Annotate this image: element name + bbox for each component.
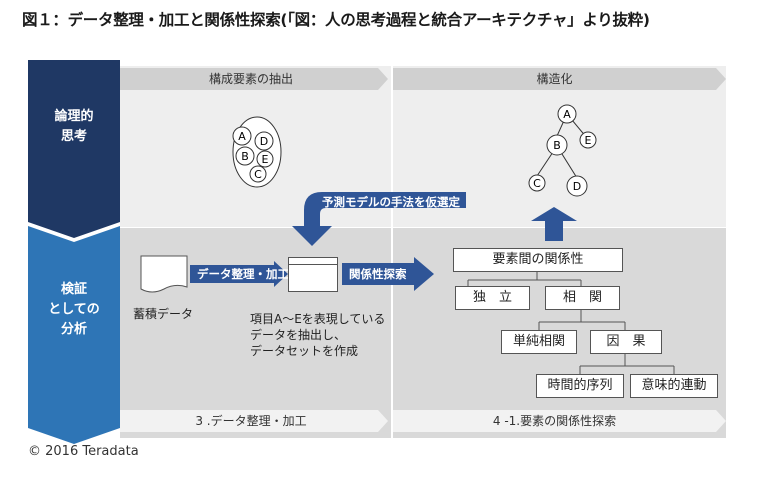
- header-chevron-structure: [393, 68, 726, 90]
- relation-temporal-box: 時間的序列: [536, 374, 624, 398]
- tree-node-d: [566, 175, 588, 197]
- relation-simple-box: 単純相関: [501, 330, 577, 354]
- dataset-note: 項目A～Eを表現している データを抽出し、 データセットを作成: [250, 311, 385, 359]
- document-icon: [140, 255, 188, 293]
- footer-left-label: 3 .データ整理・加工: [195, 414, 307, 428]
- cluster-label-e: E: [262, 153, 269, 166]
- tree-node-a: [557, 104, 577, 124]
- relation-root-box: 要素間の関係性: [453, 248, 623, 272]
- side-label-analysis: 検証 としての 分析: [28, 280, 120, 340]
- up-arrow: [531, 207, 577, 241]
- relation-causal-box: 因 果: [590, 330, 662, 354]
- cluster-label-d: D: [260, 135, 268, 148]
- header-chevrons: [120, 68, 726, 90]
- cluster-label-b: B: [241, 150, 249, 163]
- footer-right-label: 4 -1.要素の関係性探索: [492, 414, 617, 428]
- explore-arrow-shape: [342, 257, 434, 291]
- side-label-logical-line2: 思考: [60, 129, 87, 144]
- relation-independent-box: 独 立: [455, 286, 530, 310]
- tree-node-c: [528, 174, 546, 192]
- side-label-analysis-line2: としての: [48, 302, 100, 317]
- cluster-label-c: C: [254, 168, 262, 181]
- dataset-window: [288, 257, 338, 292]
- hypothesis-arrow: [292, 192, 466, 246]
- side-label-logical: 論理的 思考: [28, 107, 120, 147]
- hypothesis-label: 予測モデルの手法を仮選定: [322, 195, 460, 209]
- process-arrow: [190, 261, 288, 287]
- stored-data-label: 蓄積データ: [133, 307, 194, 321]
- header-structure-label: 構造化: [536, 72, 573, 86]
- tree-node-b: [546, 134, 568, 156]
- cluster-node-d: [254, 131, 274, 151]
- header-chevron-extract: [120, 68, 388, 90]
- side-bar-bottom-shape: [28, 226, 120, 444]
- footer-chevrons: [120, 410, 726, 432]
- column-divider: [391, 66, 393, 438]
- element-cluster: A D B E C: [232, 116, 282, 188]
- tree-label-c: C: [533, 177, 541, 190]
- dataset-window-titlebar: [289, 258, 337, 265]
- cluster-label-a: A: [238, 130, 246, 143]
- dataset-note-line3: データセットを作成: [250, 344, 359, 358]
- copyright: © 2016 Teradata: [28, 444, 139, 459]
- process-arrow-shape: [190, 261, 288, 287]
- up-arrow-shape: [531, 207, 577, 241]
- tree-node-e: [579, 131, 597, 149]
- footer-chevron-left: [120, 410, 388, 432]
- page-title: 図１：データ整理・加工と関係性探索(「図：人の思考過程と統合アーキテクチャ」より…: [22, 11, 650, 29]
- dataset-note-line2: データを抽出し、: [250, 328, 347, 342]
- row-divider: [120, 227, 726, 228]
- side-label-analysis-line1: 検証: [60, 282, 87, 297]
- side-label-analysis-line3: 分析: [60, 322, 87, 337]
- dataset-note-line1: 項目A～Eを表現している: [250, 312, 386, 326]
- side-bar-top-shape: [28, 60, 120, 238]
- footer-chevron-right: [393, 410, 726, 432]
- cluster-node-c: [249, 165, 267, 183]
- header-extract-label: 構成要素の抽出: [208, 72, 293, 86]
- relation-semantic-box: 意味的連動: [630, 374, 718, 398]
- side-bar: [28, 60, 120, 444]
- tree-label-e: E: [585, 134, 592, 147]
- process-arrow-label: データ整理・加工: [197, 267, 289, 281]
- tree-label-b: B: [553, 139, 561, 152]
- hypothesis-arrow-shape: [292, 192, 466, 246]
- relation-correlated-box: 相 関: [545, 286, 620, 310]
- structure-tree: A E B C D: [528, 104, 597, 197]
- cluster-node-b: [235, 146, 255, 166]
- explore-arrow-label: 関係性探索: [349, 267, 407, 281]
- tree-label-a: A: [563, 108, 571, 121]
- tree-label-d: D: [573, 180, 581, 193]
- relation-connectors: [467, 272, 675, 374]
- side-label-logical-line1: 論理的: [54, 109, 94, 124]
- explore-arrow: [342, 257, 434, 291]
- cluster-node-e: [256, 150, 274, 168]
- cluster-node-a: [232, 126, 252, 146]
